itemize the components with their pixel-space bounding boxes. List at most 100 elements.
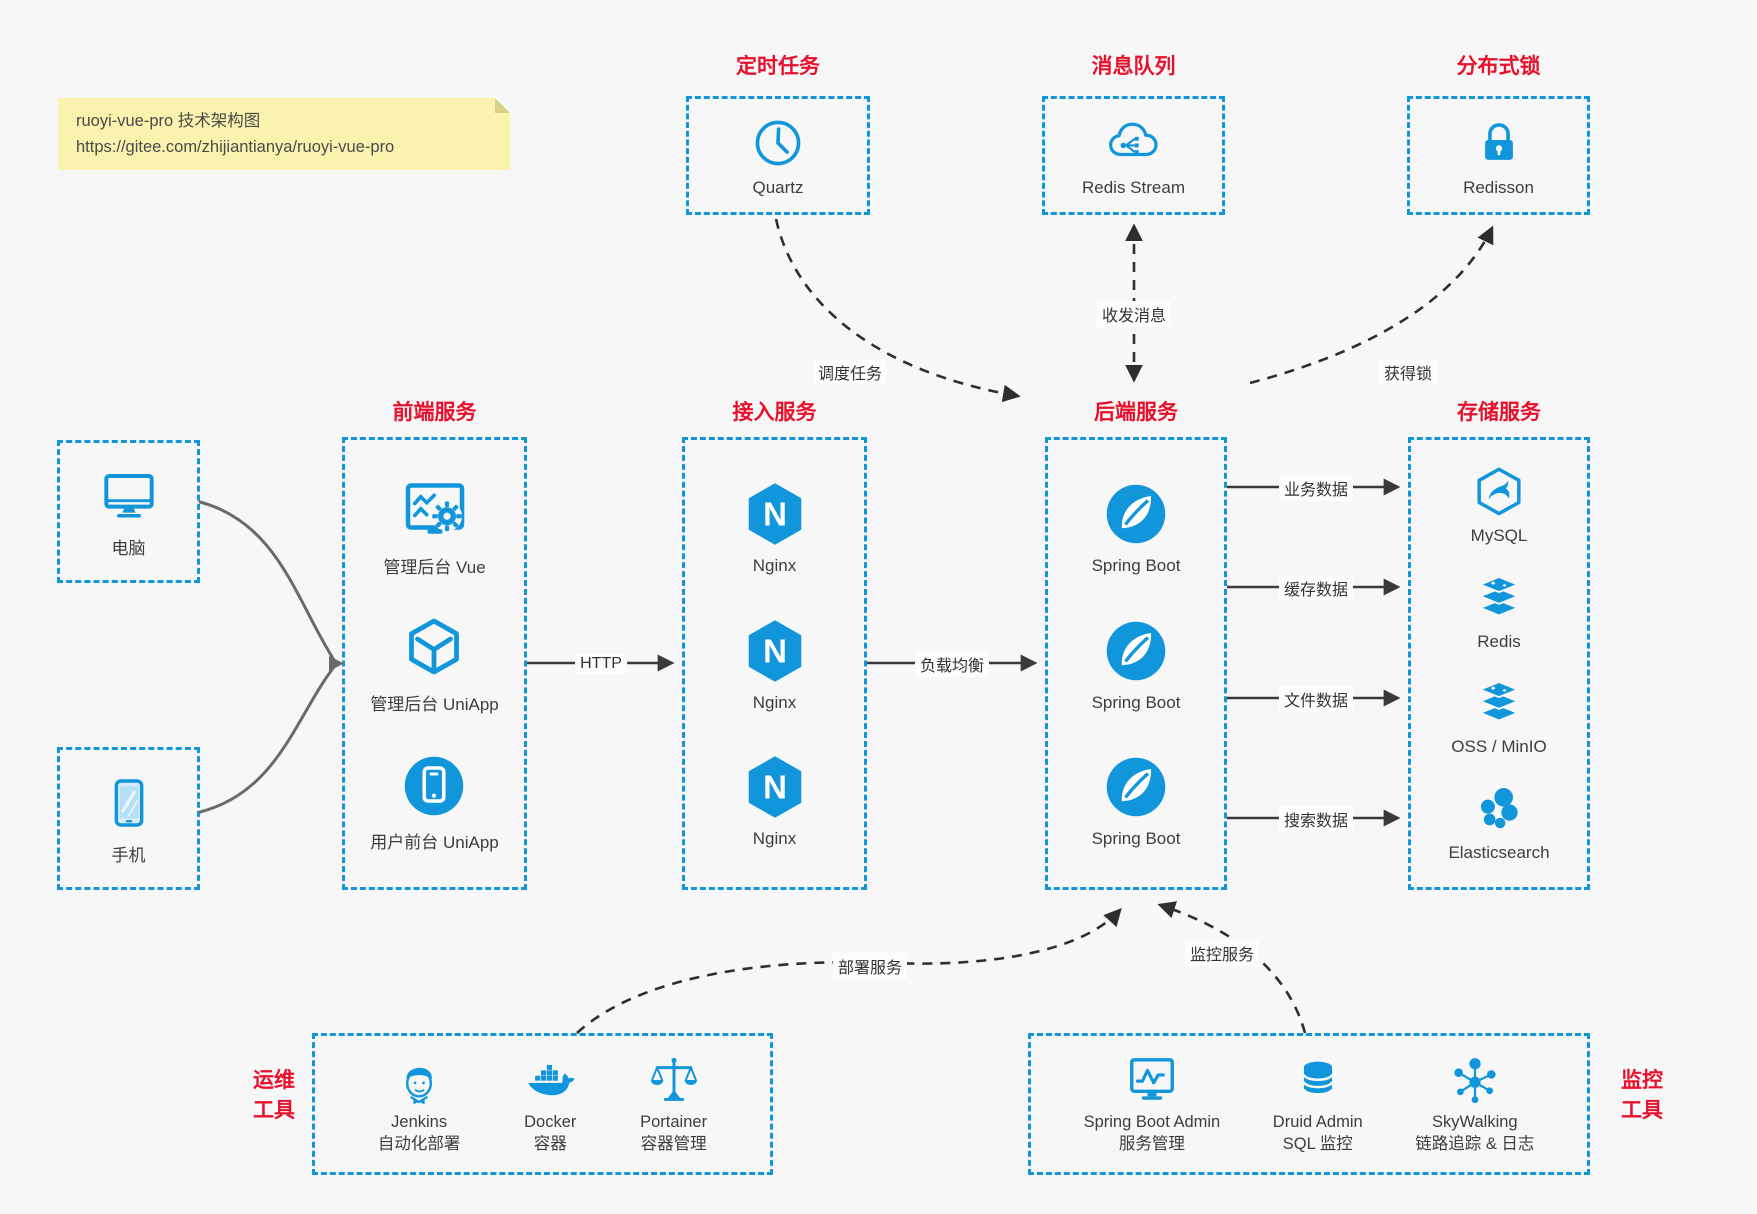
oss-minio-item: OSS / MinIO (1451, 675, 1547, 757)
user-app-icon (398, 750, 470, 822)
nginx-item: Nginx (739, 751, 811, 849)
smartphone-icon (97, 771, 161, 835)
nginx-item: Nginx (739, 615, 811, 713)
nginx-label: Nginx (752, 556, 797, 576)
redisson-label: Redisson (1463, 177, 1534, 197)
title-backend-services: 后端服务 (1094, 401, 1178, 424)
title-scheduled-tasks: 定时任务 (736, 55, 820, 78)
springboot-admin-label: Spring Boot Admin (1083, 1112, 1221, 1131)
druid-label: Druid Admin (1272, 1112, 1363, 1131)
druid-sublabel: SQL 监控 (1282, 1135, 1353, 1153)
redis-item: Redis (1471, 570, 1527, 652)
user-app-label: 用户前台 UniApp (370, 832, 499, 852)
edge-label-schedule: 调度任务 (812, 359, 888, 385)
admin-vue-icon (399, 475, 471, 547)
nginx-item: Nginx (739, 478, 811, 576)
docker-item: Docker 容器 (523, 1053, 577, 1156)
portainer-icon (647, 1053, 701, 1107)
druid-item: Druid Admin SQL 监控 (1273, 1053, 1363, 1156)
mobile-client-label: 手机 (111, 846, 146, 865)
edge-label-file-data: 文件数据 (1278, 686, 1354, 712)
springboot-admin-sublabel: 服务管理 (1118, 1135, 1185, 1153)
edge-mobile-to-frontend (198, 665, 336, 814)
skywalking-label: SkyWalking (1432, 1112, 1518, 1131)
spring-boot-icon (1100, 751, 1172, 823)
portainer-sublabel: 容器管理 (640, 1135, 707, 1153)
nginx-icon (739, 615, 811, 687)
mysql-label: MySQL (1470, 525, 1528, 545)
pc-client-label: 电脑 (111, 539, 146, 558)
spring-boot-item: Spring Boot (1092, 751, 1180, 849)
cloud-network-icon (1104, 114, 1162, 172)
mobile-client-item: 手机 (97, 771, 161, 866)
skywalking-sublabel: 链路追踪 & 日志 (1415, 1135, 1535, 1153)
springboot-admin-icon (1125, 1053, 1179, 1107)
sticky-note: ruoyi-vue-pro 技术架构图 https://gitee.com/zh… (58, 98, 510, 170)
admin-uniapp-label: 管理后台 UniApp (370, 695, 499, 714)
edge-label-load-balance: 负载均衡 (914, 651, 990, 677)
elasticsearch-item: Elasticsearch (1448, 781, 1550, 863)
redis-icon (1471, 570, 1527, 626)
spring-boot-label: Spring Boot (1091, 556, 1181, 576)
title-distributed-lock: 分布式锁 (1456, 55, 1541, 78)
backend-box: Spring Boot Spring Boot Spring Boot (1045, 437, 1227, 890)
access-box: Nginx Nginx Nginx (682, 437, 867, 890)
elasticsearch-label: Elasticsearch (1448, 843, 1550, 863)
edge-acquire-lock (1249, 225, 1494, 385)
edge-label-business-data: 业务数据 (1278, 475, 1354, 501)
title-access-services: 接入服务 (732, 401, 817, 424)
edge-label-lock: 获得锁 (1378, 359, 1438, 385)
springboot-admin-item: Spring Boot Admin 服务管理 (1083, 1053, 1221, 1156)
monitor-tools-box: Spring Boot Admin 服务管理 Druid Admin SQL 监… (1028, 1033, 1590, 1175)
portainer-item: Portainer 容器管理 (640, 1053, 707, 1156)
quartz-item: Quartz (749, 114, 807, 198)
edge-pc-to-frontend (198, 500, 336, 662)
docker-label: Docker (524, 1112, 577, 1131)
pc-client-box: 电脑 (57, 440, 200, 583)
edge-label-search-data: 搜索数据 (1278, 806, 1354, 832)
pc-client-item: 电脑 (97, 464, 161, 559)
mobile-client-box: 手机 (57, 747, 200, 890)
mysql-icon (1471, 464, 1527, 520)
redis-stream-box: Redis Stream (1042, 96, 1225, 215)
nginx-label: Nginx (752, 692, 797, 712)
redis-stream-label: Redis Stream (1082, 177, 1185, 197)
note-title: ruoyi-vue-pro 技术架构图 (76, 112, 261, 130)
edge-monitor-services (1157, 901, 1307, 1034)
storage-box: MySQL Redis OSS / MinIO Elasticsearch (1408, 437, 1590, 890)
admin-vue-label: 管理后台 Vue (383, 557, 486, 577)
spring-boot-icon (1100, 615, 1172, 687)
redis-label: Redis (1477, 631, 1521, 651)
spring-boot-item: Spring Boot (1091, 615, 1181, 713)
redisson-item: Redisson (1463, 114, 1534, 198)
jenkins-label: Jenkins (391, 1112, 448, 1131)
spring-boot-label: Spring Boot (1091, 692, 1181, 712)
jenkins-item: Jenkins 自动化部署 (378, 1053, 460, 1156)
admin-vue-item: 管理后台 Vue (383, 475, 486, 578)
portainer-label: Portainer (640, 1112, 708, 1131)
skywalking-icon (1448, 1053, 1502, 1107)
user-app-item: 用户前台 UniApp (370, 750, 499, 853)
title-monitor-tools: 监控 工具 (1621, 1069, 1663, 1123)
spring-boot-item: Spring Boot (1091, 478, 1181, 576)
docker-sublabel: 容器 (533, 1135, 567, 1153)
title-message-queue: 消息队列 (1091, 55, 1176, 78)
uniapp-cube-icon (398, 612, 470, 684)
monitor-icon (97, 464, 161, 528)
druid-icon (1291, 1053, 1345, 1107)
docker-icon (523, 1053, 577, 1107)
mysql-item: MySQL (1470, 464, 1528, 546)
oss-minio-icon (1471, 675, 1527, 731)
edge-label-messages: 收发消息 (1096, 301, 1172, 327)
admin-uniapp-item: 管理后台 UniApp (370, 612, 499, 715)
edge-label-deploy: 部署服务 (832, 953, 908, 979)
nginx-icon (739, 478, 811, 550)
redisson-box: Redisson (1407, 96, 1590, 215)
jenkins-icon (392, 1053, 446, 1107)
redis-stream-item: Redis Stream (1082, 114, 1185, 198)
clock-icon (749, 114, 807, 172)
nginx-label: Nginx (752, 828, 797, 848)
edge-label-monitor: 监控服务 (1184, 940, 1260, 966)
title-storage-services: 存储服务 (1457, 401, 1541, 424)
